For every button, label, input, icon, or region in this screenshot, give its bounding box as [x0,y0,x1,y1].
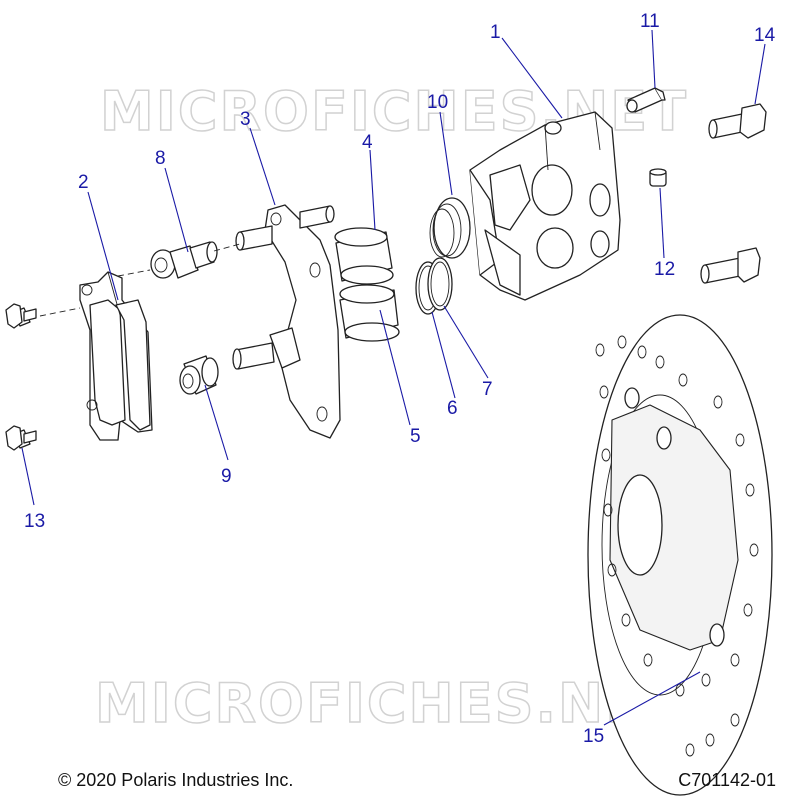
piston-upper [334,227,394,285]
label-13: 13 [24,511,45,532]
label-5: 5 [410,426,421,447]
caliper-bracket [232,204,341,439]
bleeder-screw [626,87,666,113]
label-12: 12 [654,259,675,280]
pad-bolt-upper [5,303,37,329]
label-2: 2 [78,172,89,193]
seal-7 [427,257,453,311]
label-4: 4 [362,132,373,153]
plug [649,168,667,187]
caliper-body [469,111,621,301]
label-14: 14 [754,25,776,46]
piston-lower [339,284,400,342]
piston-seal-large [429,197,471,259]
pad-bolt-lower [5,425,37,451]
label-3: 3 [240,109,251,130]
label-7: 7 [482,379,493,400]
label-15: 15 [583,726,604,747]
label-10: 10 [427,92,448,113]
boot-bushing [179,355,219,395]
bolt-upper [708,103,767,139]
assembly-line-pin-2 [117,269,151,277]
label-11: 11 [640,11,660,32]
label-9: 9 [221,466,232,487]
diagram-id: C701142-01 [678,770,776,790]
bolt-lower [700,247,761,284]
slide-pin [150,241,218,279]
copyright-text: © 2020 Polaris Industries Inc. [58,770,294,790]
label-6: 6 [447,398,458,419]
assembly-line-pin-3 [213,243,241,252]
assembly-line-pin [39,307,81,317]
brake-pads [79,271,153,441]
label-1: 1 [490,22,501,43]
watermark-bottom: MICROFICHES.NET [95,672,683,735]
label-8: 8 [155,148,166,169]
callout-lines [21,29,766,726]
brake-rotor [587,314,773,796]
